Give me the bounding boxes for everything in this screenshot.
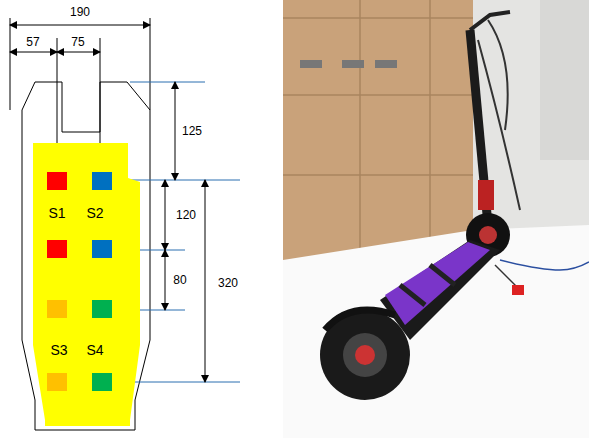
dimension-label: 125 — [181, 125, 203, 138]
sensor-label: S2 — [86, 205, 103, 221]
dimension-label: 57 — [25, 36, 40, 49]
dimension-label: 120 — [175, 209, 197, 222]
sensor-label: S1 — [48, 205, 65, 221]
sensor-plate — [22, 143, 140, 430]
deck-outline — [22, 82, 150, 430]
scooter-photo — [283, 0, 589, 438]
sensor-label: S3 — [50, 342, 67, 358]
sensor-plate: S1 S2S3 S4 — [22, 143, 140, 430]
sensor-label: S4 — [86, 342, 103, 358]
dimension-label: 80 — [172, 274, 187, 287]
dimension-label: 190 — [69, 6, 91, 19]
dimension-label: 320 — [217, 277, 239, 290]
dimension-label: 75 — [70, 36, 85, 49]
